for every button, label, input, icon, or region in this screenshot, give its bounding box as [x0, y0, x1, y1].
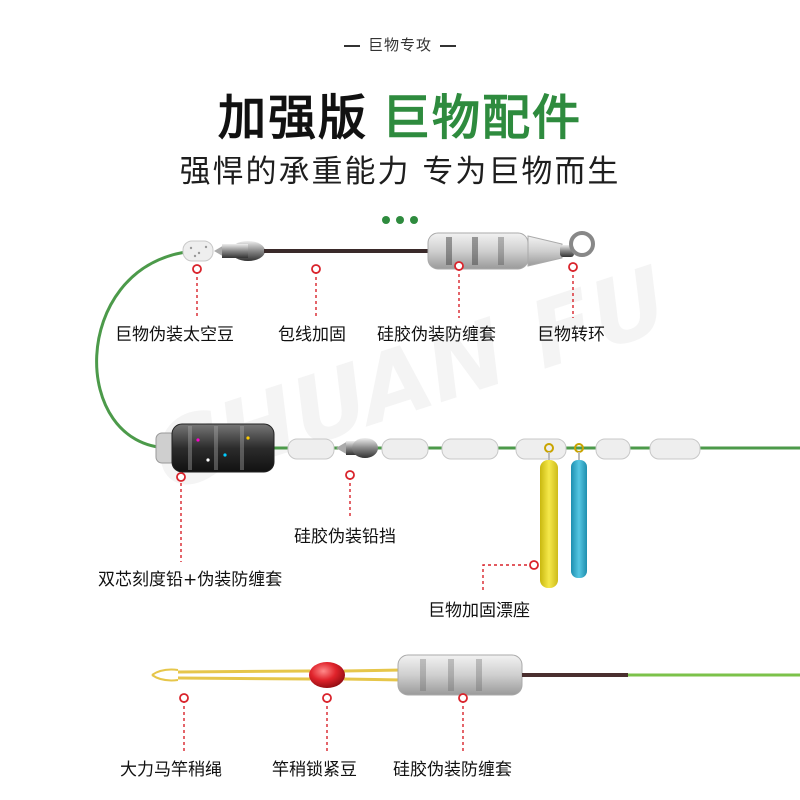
label-dual-core-sinker: 双芯刻度铅+伪装防缠套 [98, 570, 283, 590]
divider-dots [382, 209, 424, 228]
label-rod-tip-rope: 大力马竿稍绳 [120, 760, 222, 780]
label-wrapped-fix: 包线加固 [278, 325, 346, 345]
label-space-bean: 巨物伪装太空豆 [115, 325, 234, 345]
tip-lock-bean [309, 662, 345, 688]
headline: 加强版巨物配件 [0, 78, 800, 148]
leader-lines [180, 268, 574, 752]
swivel-icon [560, 231, 595, 257]
space-bean-top [182, 240, 214, 262]
label-silicone-stopper: 硅胶伪装铅挡 [294, 527, 396, 547]
label-float-seat: 巨物加固漂座 [428, 601, 530, 621]
label-tip-lock-bean: 竿稍锁紧豆 [272, 760, 357, 780]
silicone-sleeve-top [427, 232, 563, 270]
subheadline: 强悍的承重能力 专为巨物而生 [179, 154, 621, 190]
dual-core-sinker [155, 423, 275, 473]
tag-dash-right [440, 44, 456, 47]
main-line-curve [95, 250, 187, 450]
section-tag-text: 巨物专攻 [367, 36, 432, 54]
rod-tip-rig [151, 654, 800, 696]
label-swivel: 巨物转环 [537, 325, 605, 345]
metal-stopper-top [214, 241, 265, 261]
silicone-stopper [336, 438, 378, 458]
float-seat-yellow [540, 443, 558, 588]
leader-markers [176, 261, 578, 703]
silicone-sleeve-bottom [397, 654, 523, 696]
label-silicone-sleeve-bottom: 硅胶伪装防缠套 [393, 760, 512, 780]
headline-part1: 加强版 [217, 90, 368, 146]
tag-dash-left [343, 44, 360, 47]
section-tag: 巨物专攻 [0, 34, 800, 55]
label-silicone-sleeve-top: 硅胶伪装防缠套 [377, 325, 496, 345]
headline-part2: 巨物配件 [382, 90, 583, 146]
float-seat-blue [571, 443, 587, 578]
space-beans-mid [287, 438, 701, 460]
